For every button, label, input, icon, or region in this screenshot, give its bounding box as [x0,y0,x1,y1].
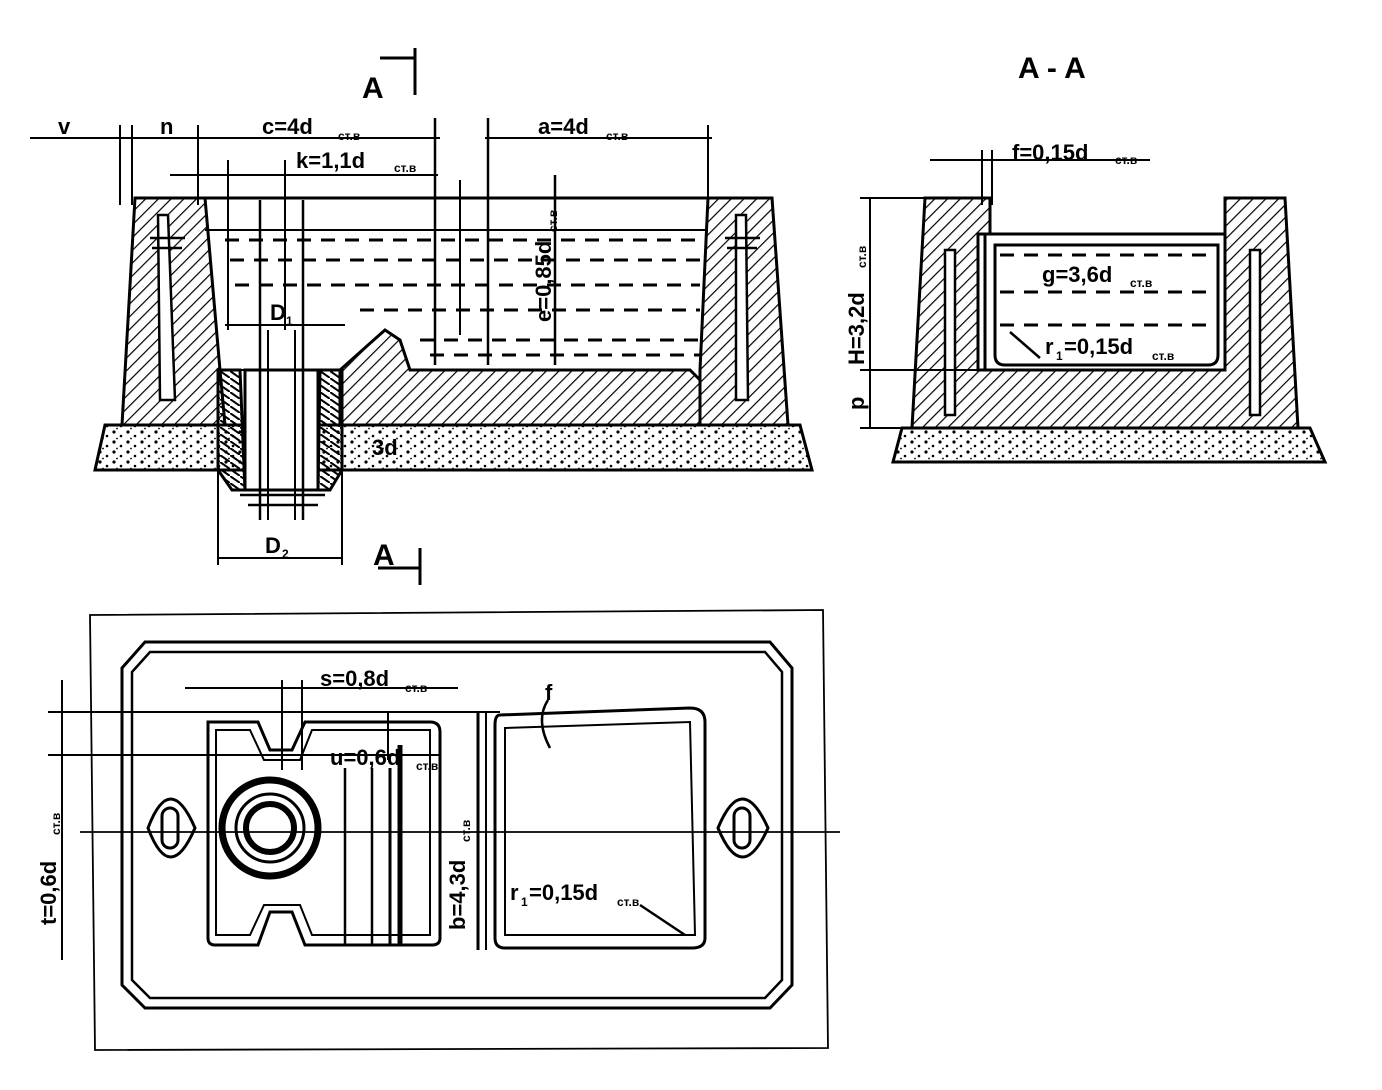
label-r1-plan: r [510,880,519,905]
label-u-sub: ст.в [416,759,438,773]
plan-right-handle [716,797,770,859]
front-base [338,328,702,427]
section-mark-top: A [362,72,384,105]
label-r1-plan-val: =0,15d [529,880,598,905]
label-d1-sub: 1 [286,314,293,328]
label-h-sub: ст.в [855,246,869,268]
section-title: A - A [1018,52,1086,85]
plan-view-labels: s=0,8d ст.в u=0,6d ст.в b=4,3d ст.в t=0,… [36,666,639,930]
label-s: s=0,8d [320,666,389,691]
label-k: k=1,1d [296,148,365,173]
plan-left-handle [146,797,197,859]
front-nozzle-left [216,368,247,492]
label-p: p [844,397,869,410]
label-r1-plan-val-sub: ст.в [617,895,639,909]
section-mark-bottom: A [373,539,395,572]
label-t: t=0,6d [36,861,61,925]
label-u: u=0,6d [330,745,400,770]
label-r1-plan-sub: 1 [521,895,528,909]
label-g: g=3,6d [1042,262,1112,287]
label-k-sub: ст.в [394,161,416,175]
label-r1-section-sub: 1 [1056,349,1063,363]
front-water-lines [225,238,700,357]
label-bottom-d: 3d [372,435,398,460]
plan-body-outer [120,640,794,1010]
label-c-sub: ст.в [338,129,360,143]
label-d2: D [265,533,281,558]
label-t-sub: ст.в [49,813,63,835]
label-r1-section-val-sub: ст.в [1152,349,1174,363]
label-e-sub: ст.в [546,210,560,232]
label-r1-section-val: =0,15d [1064,334,1133,359]
plan-left-compartment [206,720,442,947]
label-d1: D [270,300,286,325]
label-e: e=0,85d [531,241,556,322]
label-f: f=0,15d [1012,140,1088,165]
plan-right-compartment [493,706,707,950]
label-a-sub: ст.в [606,129,628,143]
plan-body-inner [130,650,784,1000]
front-view [30,48,814,585]
front-left-wall [120,196,227,427]
label-f-sub: ст.в [1115,153,1137,167]
front-view-labels: A A v n c=4d ст.в k=1,1d ст.в a=4d ст.в … [58,72,628,572]
label-a: a=4d [538,114,589,139]
label-h: H=3,2d [844,292,869,365]
label-g-sub: ст.в [1130,276,1152,290]
front-foundation [93,423,814,472]
plan-view [48,609,840,1051]
label-r1-section: r [1045,334,1054,359]
front-nozzle-right [316,368,344,492]
label-s-sub: ст.в [405,681,427,695]
label-b-sub: ст.в [459,820,473,842]
label-v: v [58,114,71,139]
label-c: c=4d [262,114,313,139]
label-b: b=4,3d [445,860,470,930]
label-d2-sub: 2 [282,547,289,561]
label-f-plan: f [545,680,553,705]
section-view-labels: A - A f=0,15d ст.в H=3,2d ст.в p g=3,6d … [844,52,1174,410]
section-view [860,150,1328,464]
label-n: n [160,114,173,139]
plan-outer-boundary [89,609,829,1051]
section-foundation [891,426,1328,464]
